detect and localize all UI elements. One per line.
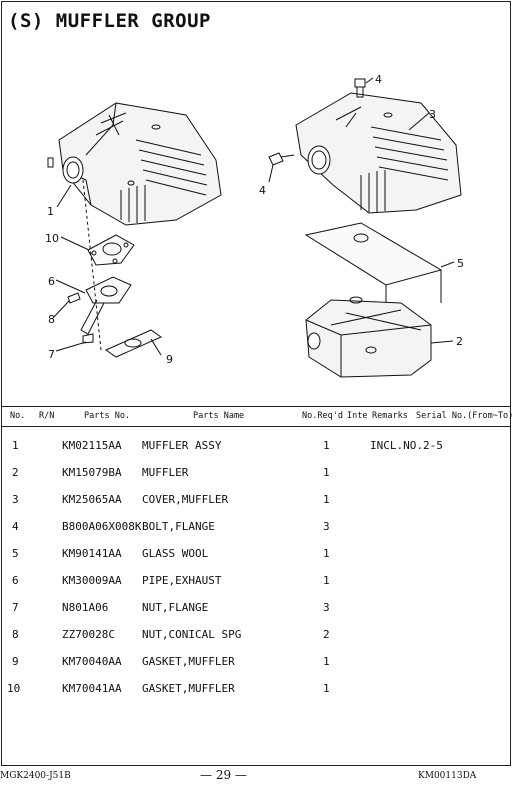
callout-7: 7	[48, 348, 55, 361]
row-parts-no: KM02115AA	[62, 439, 122, 452]
row-qty: 1	[323, 574, 330, 587]
right-muffler-2-drawing	[305, 296, 432, 378]
callout-4-top: 4	[375, 73, 382, 86]
callout-8: 8	[48, 313, 55, 326]
row-parts-no: N801A06	[62, 601, 109, 614]
row-remarks: INCL.NO.2-5	[370, 439, 443, 452]
row-parts-no: KM15079BA	[62, 466, 122, 479]
row-qty: 1	[323, 466, 330, 479]
table-row: 3 KM25065AA COVER,MUFFLER 1	[0, 493, 510, 511]
callout-5: 5	[457, 257, 464, 270]
header-parts-no: Parts No.	[84, 411, 131, 421]
row-parts-name: GASKET,MUFFLER	[142, 682, 235, 695]
row-qty: 2	[323, 628, 330, 641]
row-qty: 1	[323, 547, 330, 560]
header-serial-no: Serial No.(From~To)	[416, 411, 514, 421]
row-parts-name: GASKET,MUFFLER	[142, 655, 235, 668]
row-parts-no: KM25065AA	[62, 493, 122, 506]
row-parts-name: NUT,CONICAL SPG	[142, 628, 242, 641]
row-no: 8	[12, 628, 19, 641]
row-no: 5	[12, 547, 19, 560]
table-header-bottom-rule	[1, 426, 511, 427]
row-parts-no: KM90141AA	[62, 547, 122, 560]
exploded-parts-diagram: 1 10 6 8 7 9 4 3 4 5 2	[45, 73, 464, 378]
row-parts-name: BOLT,FLANGE	[142, 520, 215, 533]
row-no: 7	[12, 601, 19, 614]
row-parts-name: MUFFLER	[142, 466, 189, 479]
row-parts-name: PIPE,EXHAUST	[142, 574, 222, 587]
table-row: 8 ZZ70028C NUT,CONICAL SPG 2	[0, 628, 510, 646]
row-no: 3	[12, 493, 19, 506]
row-parts-name: COVER,MUFFLER	[142, 493, 229, 506]
row-parts-no: B800A06X008K	[62, 520, 142, 533]
right-cover-3-drawing	[295, 92, 462, 214]
table-row: 10 KM70041AA GASKET,MUFFLER 1	[0, 682, 510, 700]
footer-page-number: — 29 —	[200, 768, 247, 782]
header-rn: R/N	[39, 411, 55, 421]
table-row: 5 KM90141AA GLASS WOOL 1	[0, 547, 510, 565]
row-parts-name: MUFFLER ASSY	[142, 439, 222, 452]
row-qty: 1	[323, 682, 330, 695]
row-qty: 1	[323, 655, 330, 668]
row-parts-no: KM70041AA	[62, 682, 122, 695]
row-parts-no: KM30009AA	[62, 574, 122, 587]
right-glass-wool-5-drawing	[304, 222, 443, 310]
page-title: (S) MUFFLER GROUP	[8, 10, 211, 32]
callout-6: 6	[48, 275, 55, 288]
row-parts-name: NUT,FLANGE	[142, 601, 209, 614]
callout-3: 3	[429, 108, 436, 121]
left-gasket-10-drawing	[87, 234, 135, 266]
callout-2: 2	[456, 335, 463, 348]
row-no: 4	[12, 520, 19, 533]
header-parts-name: Parts Name	[193, 411, 245, 421]
row-parts-no: KM70040AA	[62, 655, 122, 668]
callout-10: 10	[45, 232, 59, 245]
left-pipe-6-drawing	[80, 276, 132, 335]
row-no: 10	[7, 682, 21, 695]
row-qty: 3	[323, 520, 330, 533]
left-muffler-assy-drawing	[47, 102, 222, 226]
callout-9: 9	[166, 353, 173, 366]
table-row: 6 KM30009AA PIPE,EXHAUST 1	[0, 574, 510, 592]
row-no: 2	[12, 466, 19, 479]
page-frame	[1, 1, 511, 766]
header-remarks: Remarks	[372, 411, 408, 421]
callout-1: 1	[47, 205, 54, 218]
callout-4-side: 4	[259, 184, 266, 197]
table-row: 7 N801A06 NUT,FLANGE 3	[0, 601, 510, 619]
left-gasket-9-drawing	[104, 329, 163, 358]
row-no: 1	[12, 439, 19, 452]
right-bolt-top-drawing	[354, 78, 366, 98]
row-no: 9	[12, 655, 19, 668]
row-parts-no: ZZ70028C	[62, 628, 115, 641]
table-header-top-rule	[1, 406, 511, 407]
table-row: 1 KM02115AA MUFFLER ASSY 1 INCL.NO.2-5	[0, 439, 510, 457]
table-row: 2 KM15079BA MUFFLER 1	[0, 466, 510, 484]
header-inte: Inte	[347, 411, 368, 421]
right-bolt-side-drawing	[268, 152, 295, 166]
footer-model-code: MGK2400-J51B	[0, 771, 71, 781]
table-row: 4 B800A06X008K BOLT,FLANGE 3	[0, 520, 510, 538]
row-no: 6	[12, 574, 19, 587]
table-row: 9 KM70040AA GASKET,MUFFLER 1	[0, 655, 510, 673]
left-bolts-drawing	[67, 292, 94, 344]
row-qty: 3	[323, 601, 330, 614]
footer-doc-code: KM00113DA	[418, 771, 477, 781]
header-no: No.	[10, 411, 26, 421]
row-qty: 1	[323, 493, 330, 506]
row-parts-name: GLASS WOOL	[142, 547, 209, 560]
header-no-reqd: No.Req'd	[302, 411, 343, 421]
row-qty: 1	[323, 439, 330, 452]
